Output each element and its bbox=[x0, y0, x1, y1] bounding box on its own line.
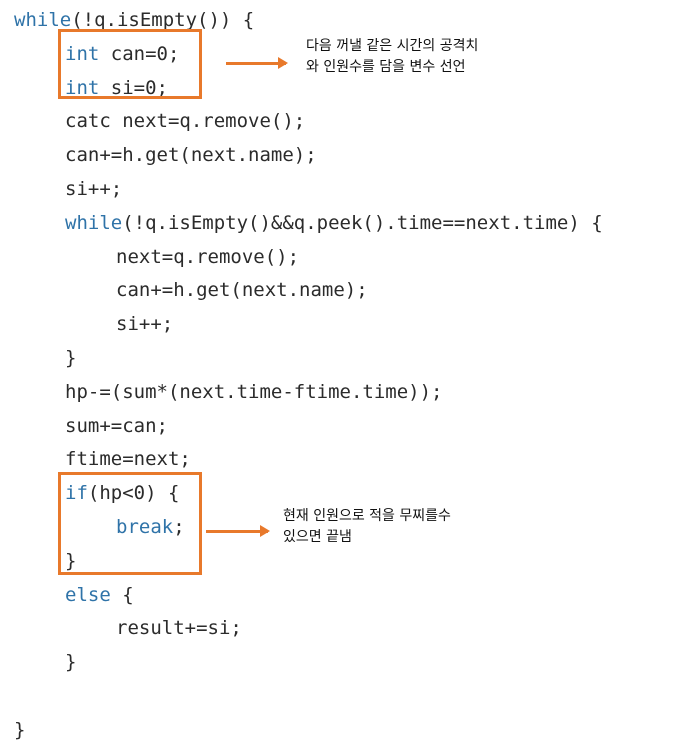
code-line: } bbox=[14, 713, 25, 747]
code-line: } bbox=[65, 645, 76, 679]
code-token: } bbox=[14, 718, 26, 741]
code-token: can+=h.get(next.name); bbox=[65, 144, 317, 167]
code-token: (!q.isEmpty()&&q.peek().time==next.time)… bbox=[122, 211, 603, 234]
code-token: } bbox=[65, 347, 77, 369]
code-line: } bbox=[65, 544, 76, 578]
code-line: can+=h.get(next.name); bbox=[116, 273, 368, 307]
code-line: can+=h.get(next.name); bbox=[65, 138, 317, 172]
code-token: 0 bbox=[133, 482, 146, 505]
break-condition-highlight-box bbox=[58, 472, 202, 575]
code-token: can+=h.get(next.name); bbox=[116, 279, 368, 302]
code-line: ftime=next; bbox=[65, 442, 191, 476]
code-line: while(!q.isEmpty()) { bbox=[14, 3, 254, 37]
code-token: ; bbox=[173, 516, 185, 538]
code-token: ftime=next; bbox=[65, 448, 191, 471]
code-token: 0 bbox=[156, 42, 168, 65]
annotation-line: 다음 꺼낼 같은 시간의 공격치 bbox=[306, 38, 479, 54]
code-token: result+=si; bbox=[116, 617, 242, 640]
code-token: ; bbox=[167, 42, 180, 65]
code-token: } bbox=[65, 651, 77, 674]
annotation-line: 현재 인원으로 적을 무찌를수 bbox=[283, 508, 451, 524]
code-token: (hp< bbox=[87, 482, 134, 505]
code-token: { bbox=[110, 583, 134, 606]
variable-declaration-highlight-box bbox=[58, 29, 202, 99]
code-line: catc next=q.remove(); bbox=[65, 104, 305, 138]
annotation-line: 와 인원수를 담을 변수 선언 bbox=[306, 59, 466, 75]
variable-declaration-annotation: 다음 꺼낼 같은 시간의 공격치 와 인원수를 담을 변수 선언 bbox=[306, 36, 478, 78]
code-keyword: break bbox=[116, 516, 174, 538]
break-condition-annotation: 현재 인원으로 적을 무찌를수 있으면 끝냄 bbox=[283, 506, 451, 548]
code-line: si++; bbox=[65, 172, 122, 206]
code-keyword: while bbox=[65, 211, 123, 234]
code-keyword: if bbox=[65, 482, 88, 505]
code-token: hp-=(sum*(next.time-ftime.time)); bbox=[65, 380, 443, 403]
code-token: ) { bbox=[145, 482, 180, 505]
code-token: next=q.remove(); bbox=[116, 245, 300, 268]
code-token: catc next=q.remove(); bbox=[65, 110, 306, 133]
code-line: int si=0; bbox=[65, 71, 168, 105]
code-token: ; bbox=[156, 76, 168, 99]
code-line: if(hp<0) { bbox=[65, 476, 179, 510]
code-line: while(!q.isEmpty()&&q.peek().time==next.… bbox=[65, 206, 603, 240]
code-token: si++; bbox=[116, 313, 174, 336]
code-token: (!q.isEmpty()) { bbox=[71, 9, 255, 31]
code-line: } bbox=[65, 341, 76, 375]
code-line: hp-=(sum*(next.time-ftime.time)); bbox=[65, 375, 443, 409]
code-token: sum+=can; bbox=[65, 414, 168, 437]
code-line: si++; bbox=[116, 307, 173, 341]
code-token: si= bbox=[99, 76, 146, 99]
code-keyword: else bbox=[65, 583, 111, 606]
annotation-line: 있으면 끝냄 bbox=[283, 529, 352, 545]
code-keyword: int bbox=[65, 42, 100, 65]
code-line: result+=si; bbox=[116, 611, 242, 645]
code-line: next=q.remove(); bbox=[116, 240, 299, 274]
code-line: sum+=can; bbox=[65, 409, 168, 443]
code-line: break; bbox=[116, 510, 185, 544]
code-line: else { bbox=[65, 578, 134, 612]
code-line: int can=0; bbox=[65, 37, 179, 71]
variable-declaration-arrow bbox=[226, 57, 288, 69]
code-token: si++; bbox=[65, 178, 123, 200]
code-keyword: while bbox=[14, 9, 72, 31]
code-token: can= bbox=[99, 42, 157, 65]
break-condition-arrow bbox=[206, 525, 270, 537]
code-token: 0 bbox=[145, 76, 157, 99]
code-keyword: int bbox=[65, 76, 100, 99]
code-token: } bbox=[65, 549, 77, 572]
